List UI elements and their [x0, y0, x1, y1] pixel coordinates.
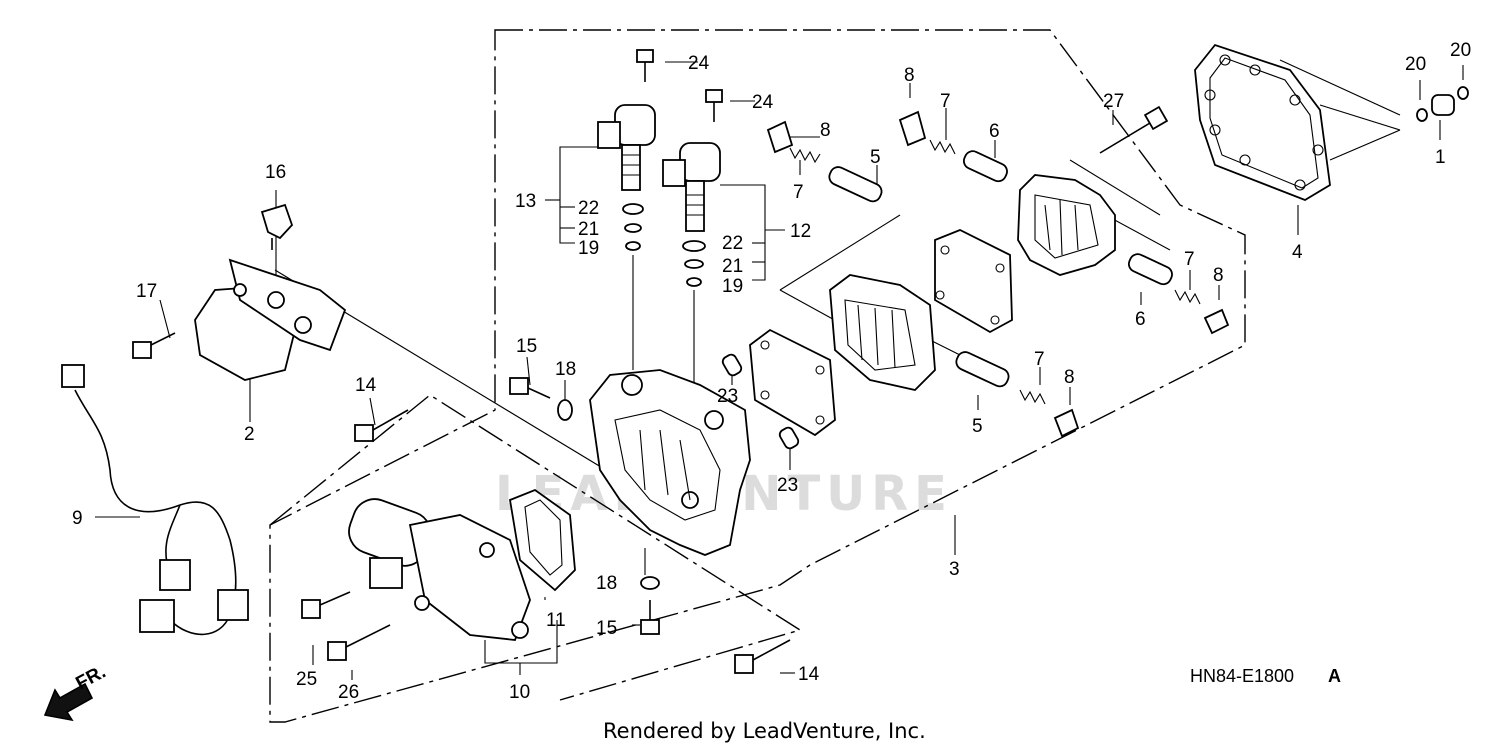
o-rings-left — [622, 203, 644, 251]
clip-8a — [766, 120, 794, 154]
callout-16[interactable]: 16 — [265, 162, 286, 183]
diagram-code-text: HN84-E1800 — [1190, 666, 1294, 686]
bolt-15b — [640, 576, 660, 635]
diagram-code-suffix: A — [1328, 666, 1341, 686]
callout-6[interactable]: 6 — [989, 121, 1000, 142]
plate-23 — [749, 328, 836, 437]
bolt-17 — [132, 332, 176, 359]
callout-20[interactable]: 20 — [1450, 40, 1471, 61]
bolt-25 — [301, 591, 351, 619]
bolt-27 — [1099, 105, 1169, 154]
credit-text: Rendered by LeadVenture, Inc. — [603, 719, 926, 743]
spool-5b — [955, 351, 1010, 388]
cap-1 — [1416, 86, 1469, 122]
callout-7[interactable]: 7 — [940, 91, 951, 112]
callout-15[interactable]: 15 — [596, 618, 617, 639]
clip-8d — [1053, 408, 1080, 438]
spring-7b — [929, 139, 956, 155]
callout-7[interactable]: 7 — [1034, 349, 1045, 370]
dowel-23b — [778, 426, 800, 450]
spool-6a — [962, 150, 1008, 183]
valve-body-upper — [1017, 174, 1116, 276]
bolt-15a — [509, 377, 573, 421]
callout-6[interactable]: 6 — [1135, 309, 1146, 330]
spool-6b — [1127, 253, 1173, 286]
clip-8b — [898, 110, 927, 147]
bolt-24b — [705, 89, 723, 122]
callout-8[interactable]: 8 — [820, 120, 831, 141]
callout-24[interactable]: 24 — [752, 92, 774, 113]
front-direction-arrow: FR. — [43, 662, 109, 722]
callout-12[interactable]: 12 — [790, 221, 811, 242]
assembly-boundary — [269, 29, 1246, 723]
callout-26[interactable]: 26 — [338, 682, 359, 703]
callout-5[interactable]: 5 — [972, 416, 983, 437]
cover-2 — [194, 258, 347, 381]
callout-15[interactable]: 15 — [516, 336, 537, 357]
solenoid-12 — [662, 142, 721, 232]
valve-body-center — [829, 274, 936, 391]
solenoid-13 — [597, 104, 656, 191]
callout-1[interactable]: 1 — [1435, 147, 1446, 168]
bolt-14a — [354, 409, 409, 442]
dowel-23a — [721, 353, 743, 377]
clip-8c — [1203, 308, 1230, 335]
callout-8[interactable]: 8 — [1064, 367, 1075, 388]
bolt-26 — [327, 624, 391, 661]
callout-2[interactable]: 2 — [244, 424, 255, 445]
callout-5[interactable]: 5 — [870, 147, 881, 168]
bolt-24a — [636, 49, 654, 82]
callout-25[interactable]: 25 — [296, 669, 317, 690]
o-rings-right — [682, 240, 706, 287]
callout-7[interactable]: 7 — [1184, 249, 1195, 270]
gasket-4 — [1194, 43, 1331, 201]
callout-8[interactable]: 8 — [904, 65, 915, 86]
clip-16 — [260, 203, 294, 250]
spring-7c — [1174, 289, 1201, 305]
callout-21[interactable]: 21 — [578, 219, 599, 240]
callout-10[interactable]: 10 — [509, 682, 530, 703]
spool-5a — [828, 166, 883, 203]
callout-14[interactable]: 14 — [798, 664, 820, 685]
callout-17[interactable]: 17 — [136, 281, 157, 302]
callout-13[interactable]: 13 — [515, 191, 536, 212]
callout-20[interactable]: 20 — [1405, 54, 1426, 75]
callout-9[interactable]: 9 — [72, 508, 83, 529]
spring-7d — [1019, 389, 1046, 405]
callout-21[interactable]: 21 — [722, 256, 743, 277]
callout-3[interactable]: 3 — [949, 559, 960, 580]
callout-4[interactable]: 4 — [1292, 242, 1303, 263]
callout-19[interactable]: 19 — [578, 238, 599, 259]
spring-7a — [789, 147, 821, 164]
gasket-11 — [508, 488, 576, 592]
harness-9 — [61, 364, 249, 636]
main-body — [589, 369, 751, 556]
callouts: 1 2 3 4 5 5 6 6 7 7 7 7 8 8 8 8 9 10 11 … — [72, 40, 1471, 703]
callout-19[interactable]: 19 — [722, 276, 743, 297]
callout-8[interactable]: 8 — [1213, 265, 1224, 286]
callout-23[interactable]: 23 — [717, 386, 738, 407]
callout-23[interactable]: 23 — [777, 475, 798, 496]
callout-24[interactable]: 24 — [688, 53, 710, 74]
callout-18[interactable]: 18 — [555, 359, 576, 380]
callout-18[interactable]: 18 — [596, 573, 617, 594]
solenoid-assembly-10 — [348, 498, 531, 641]
bolt-14b — [734, 639, 791, 674]
separator-plate — [934, 229, 1013, 334]
callout-22[interactable]: 22 — [578, 198, 599, 219]
callout-14[interactable]: 14 — [355, 375, 377, 396]
callout-11[interactable]: 11 — [546, 610, 566, 631]
diagram-code: HN84-E1800 A — [1190, 666, 1341, 686]
callout-27[interactable]: 27 — [1103, 91, 1124, 112]
callout-22[interactable]: 22 — [722, 233, 743, 254]
callout-7[interactable]: 7 — [793, 182, 804, 203]
